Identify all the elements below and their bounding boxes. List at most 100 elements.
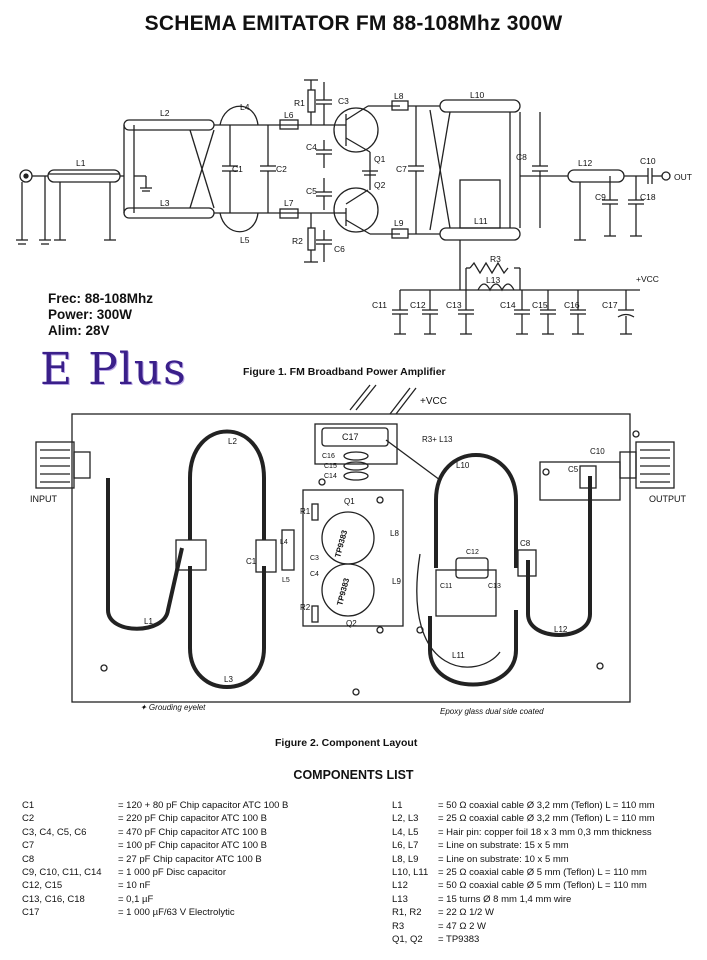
label-l1: L1 (144, 617, 153, 626)
label-c10: C10 (590, 447, 605, 456)
component-ref: L1 (392, 800, 403, 811)
input-connector (35, 441, 75, 489)
transistor-q1 (321, 511, 375, 565)
component-ref: L4, L5 (392, 826, 419, 838)
label-out: OUT (674, 172, 692, 182)
component-ref: C2 (22, 813, 35, 825)
label-c13: C13 (488, 583, 501, 590)
component-ref: L13 (392, 893, 408, 905)
component-ref: R1, R2 (392, 907, 422, 919)
label-c17: C17 (342, 432, 359, 442)
label-l3: L3 (160, 198, 170, 208)
label-l9: L9 (392, 577, 401, 586)
hairpin-l4 (219, 105, 259, 126)
label-c6: C6 (334, 244, 345, 254)
label-q2: Q2 (374, 180, 386, 190)
label-l6: L6 (284, 110, 294, 120)
layout-l10 (434, 453, 518, 568)
label-r1: R1 (294, 98, 305, 108)
label-c14: C14 (500, 300, 516, 310)
label-c15: C15 (324, 463, 337, 470)
figure1-caption: Figure 1. FM Broadband Power Amplifier (243, 366, 446, 378)
component-ref: C17 (22, 907, 40, 919)
label-l7: L7 (284, 198, 294, 208)
label-c3: C3 (338, 96, 349, 106)
label-c2: C2 (276, 164, 287, 174)
label-c16: C16 (322, 453, 335, 460)
coax-l10 (439, 99, 521, 113)
label-r2: R2 (292, 236, 303, 246)
component-desc: = 220 pF Chip capacitor ATC 100 B (118, 813, 268, 825)
label-l2: L2 (228, 437, 237, 446)
label-vcc: +VCC (636, 274, 659, 284)
component-ref: Q1, Q2 (392, 934, 423, 945)
component-desc: = 15 turns Ø 8 mm 1,4 mm wire (438, 893, 572, 905)
label-r3-l13: R3+ L13 (422, 435, 453, 444)
coax-l3 (123, 207, 215, 219)
label-l5: L5 (282, 577, 290, 584)
figure2-caption: Figure 2. Component Layout (275, 737, 418, 749)
component-desc: = 47 Ω 2 W (438, 920, 487, 932)
pcb-board (71, 413, 631, 703)
label-c11: C11 (440, 583, 452, 590)
label-l8: L8 (394, 91, 404, 101)
label-l11: L11 (474, 216, 488, 226)
label-l12: L12 (554, 625, 568, 634)
label-c12: C12 (410, 300, 426, 310)
label-c4: C4 (306, 142, 317, 152)
component-desc: = 10 nF (118, 880, 151, 892)
output-connector (635, 441, 675, 489)
layout-l3 (188, 566, 266, 689)
label-c8: C8 (516, 152, 527, 162)
component-ref: L2, L3 (392, 813, 419, 825)
label-r3: R3 (490, 254, 501, 264)
label-l10: L10 (456, 461, 470, 470)
label-grounding: ✦ Grouding eyelet (140, 703, 206, 712)
spec-frequency: Frec: 88-108Mhz (48, 291, 154, 306)
label-l10: L10 (470, 90, 484, 100)
label-c7: C7 (396, 164, 407, 174)
component-ref: C13, C16, C18 (22, 893, 85, 905)
component-ref: C9, C10, C11, C14 (22, 867, 102, 878)
component-desc: = 27 pF Chip capacitor ATC 100 B (118, 853, 262, 865)
label-c13: C13 (446, 300, 462, 310)
component-ref: C7 (22, 840, 35, 852)
label-l4: L4 (280, 539, 288, 546)
component-desc: = 25 Ω coaxial cable Ø 5 mm (Teflon) L =… (438, 867, 647, 878)
component-desc: = 25 Ω coaxial cable Ø 3,2 mm (Teflon) L… (438, 813, 655, 825)
inductor-l13 (477, 283, 515, 292)
label-l5: L5 (240, 235, 250, 245)
label-c4: C4 (310, 571, 319, 578)
label-r2: R2 (300, 603, 311, 612)
coupler-block (175, 539, 207, 571)
layout-l12 (526, 476, 592, 637)
capacitor-c17 (321, 427, 389, 447)
component-ref: L8, L9 (392, 853, 419, 865)
label-l9: L9 (394, 218, 404, 228)
label-c5: C5 (306, 186, 317, 196)
component-desc: = 50 Ω coaxial cable Ø 3,2 mm (Teflon) L… (438, 800, 655, 811)
spec-supply: Alim: 28V (48, 323, 110, 338)
output-connector (661, 171, 671, 181)
label-c9: C9 (595, 192, 606, 202)
component-ref: C8 (22, 853, 35, 865)
coax-l11 (439, 227, 521, 241)
label-l3: L3 (224, 675, 233, 684)
components-list-title: COMPONENTS LIST (293, 768, 414, 782)
component-desc: = 470 pF Chip capacitor ATC 100 B (118, 826, 268, 838)
label-c3: C3 (310, 555, 319, 562)
transistor-q1 (333, 107, 379, 153)
schematic-diagram: L1 L2 L3 L4 L5 L6 L7 L8 L9 L10 L11 L12 L… (16, 79, 692, 335)
label-c16: C16 (564, 300, 580, 310)
label-c10: C10 (640, 156, 656, 166)
component-desc: = 100 pF Chip capacitor ATC 100 B (118, 840, 268, 852)
grounding-eyelets (100, 430, 640, 696)
coax-l12 (567, 169, 625, 183)
component-layout-diagram: INPUT OUTPUT +VCC C17 C16 C15 C14 R3+ L1… (30, 384, 687, 716)
component-desc: = Hair pin: copper foil 18 x 3 mm 0,3 mm… (438, 826, 652, 838)
label-c12: C12 (466, 549, 479, 556)
watermark-logo: E Plus (40, 344, 187, 395)
label-input: INPUT (30, 494, 58, 504)
component-ref: L10, L11 (392, 867, 429, 878)
label-epoxy: Epoxy glass dual side coated (440, 707, 544, 716)
